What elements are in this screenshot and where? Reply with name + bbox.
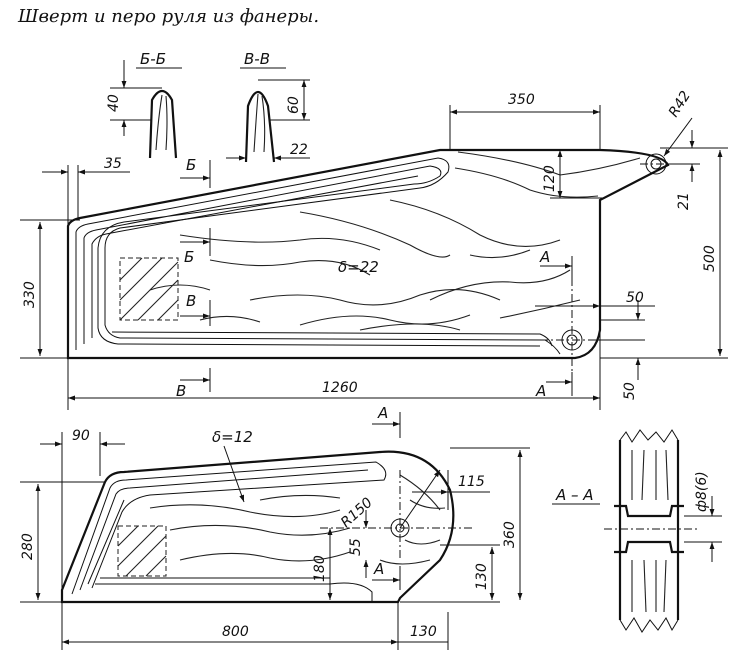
section-aa-label: А – А [555,486,594,504]
section-mark-b-top: Б [186,156,196,174]
centreboard-outline [66,148,670,360]
section-mark-v-mid: В [186,292,196,310]
section-aa: А – А ф8(6) [552,429,722,633]
thickness-label-bottom: δ=12 [212,428,253,446]
dim-115: 115 [458,474,485,490]
section-vv: В-В 60 22 [226,50,310,163]
dim-330: 330 [22,281,38,308]
ballast-weight-bottom [117,525,167,577]
dim-180: 180 [312,555,328,582]
laminate-ring-2 [83,165,541,347]
dim-800: 800 [222,624,249,640]
dim-r150: R150 [338,495,376,531]
section-mark-a-top: А [539,248,550,266]
section-vv-label: В-В [244,50,270,68]
dim-120: 120 [542,165,558,192]
dim-22: 22 [290,142,308,158]
laminate-ring-1 [75,157,561,355]
dim-90: 90 [72,428,90,444]
wood-grain-bottom [149,474,446,565]
dim-50-horizontal: 50 [626,290,644,306]
dim-35: 35 [104,156,122,172]
dim-21: 21 [676,192,692,210]
rudder-section-mark-a-bot: А [373,560,384,578]
rudder-blade-drawing: 90 280 800 130 360 130 115 R150 180 55 [20,404,530,650]
laminate-ring-3 [91,175,419,338]
section-bb: Б-Б 40 [106,50,182,159]
dim-1260: 1260 [322,380,358,396]
dim-360: 360 [502,521,518,548]
rudder-outline [60,450,455,604]
thickness-label-top: δ=22 [338,258,379,276]
dim-500: 500 [702,245,718,272]
rudder-section-mark-a-top: А [377,404,388,422]
dim-55: 55 [348,538,364,556]
section-mark-v-bot: В [176,382,186,400]
section-bb-label: Б-Б [140,50,166,68]
dim-130-vertical: 130 [474,563,490,590]
centreboard-drawing: 350 1260 330 35 500 120 21 R42 50 [20,88,728,410]
ballast-weight-top [119,257,179,321]
dim-r42: R42 [666,88,694,120]
laminate-ring-4 [111,331,553,347]
dim-130-horizontal: 130 [410,624,437,640]
figure-caption: Шверт и перо руля из фанеры. [18,6,320,27]
dim-diameter: ф8(6) [694,471,710,512]
wood-grain-top [149,151,641,331]
dim-280: 280 [20,533,36,560]
section-mark-b-mid: Б [184,248,194,266]
dim-350: 350 [508,92,535,108]
dim-50-vertical: 50 [622,382,638,400]
section-mark-a-bot: А [535,382,546,400]
dim-60: 60 [286,96,302,114]
dim-40: 40 [106,94,122,112]
